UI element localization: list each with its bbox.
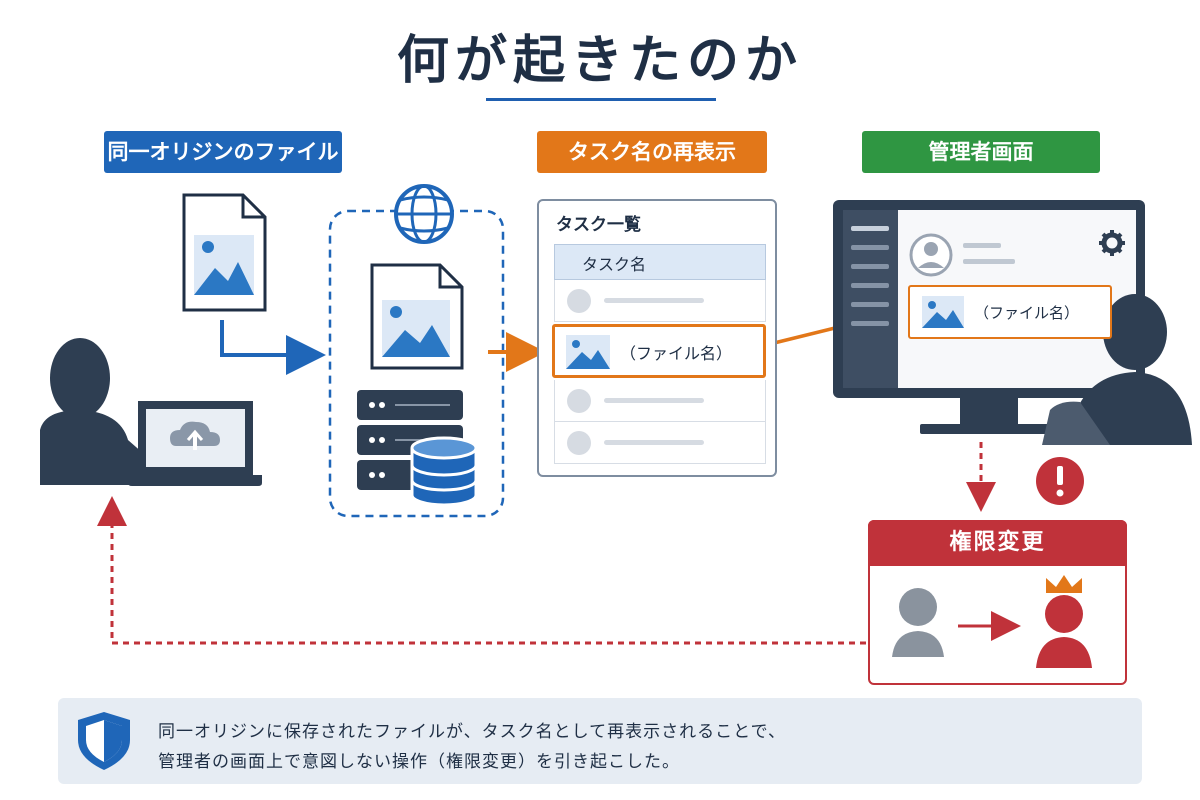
- same-origin-container: [328, 209, 505, 518]
- laptop-upload-icon: [128, 401, 262, 486]
- task-list-title: タスク一覧: [556, 215, 641, 235]
- task-column-header: タスク名: [582, 255, 647, 274]
- shield-icon: [78, 712, 130, 770]
- admin-card-filename: （ファイル名）: [974, 304, 1080, 322]
- task-row-dot: [567, 289, 591, 313]
- title-underline: [486, 98, 716, 101]
- task-row-line: [604, 298, 704, 303]
- permission-change-icons: [892, 575, 1092, 668]
- upload-arrow: [220, 320, 326, 375]
- user-silhouette-icon: [40, 338, 160, 485]
- admin-user-silhouette-icon: [1042, 294, 1192, 445]
- admin-card-image-icon-overlay: [922, 296, 964, 328]
- label-admin-screen: 管理者画面: [862, 131, 1100, 173]
- permission-change-header: 権限変更: [868, 520, 1127, 566]
- warning-icon: [1036, 457, 1084, 505]
- task-list-header: [554, 244, 766, 280]
- label-same-origin-file: 同一オリジンのファイル: [104, 131, 342, 173]
- gear-icon: [1099, 230, 1125, 256]
- database-icon: [410, 436, 478, 507]
- image-file-icon: [182, 193, 267, 312]
- summary-note: [58, 698, 1142, 784]
- task-row-image-icon: [566, 335, 610, 369]
- globe-icon: [394, 184, 454, 244]
- label-task-redisplay: タスク名の再表示: [537, 131, 767, 173]
- task-row-filename: （ファイル名）: [620, 344, 733, 363]
- task-row-line: [604, 440, 704, 445]
- task-row-dot: [567, 431, 591, 455]
- summary-line-1: 同一オリジンに保存されたファイルが、タスク名として再表示されることで、: [158, 722, 786, 742]
- return-path-arrow: [97, 496, 866, 645]
- task-row-line: [604, 398, 704, 403]
- task-row-dot: [567, 389, 591, 413]
- summary-line-2: 管理者の画面上で意図しない操作（権限変更）を引き起こした。: [158, 752, 680, 772]
- avatar-icon: [909, 233, 953, 277]
- page-title: 何が起きたのか: [396, 31, 803, 91]
- stored-image-file-icon: [370, 263, 464, 370]
